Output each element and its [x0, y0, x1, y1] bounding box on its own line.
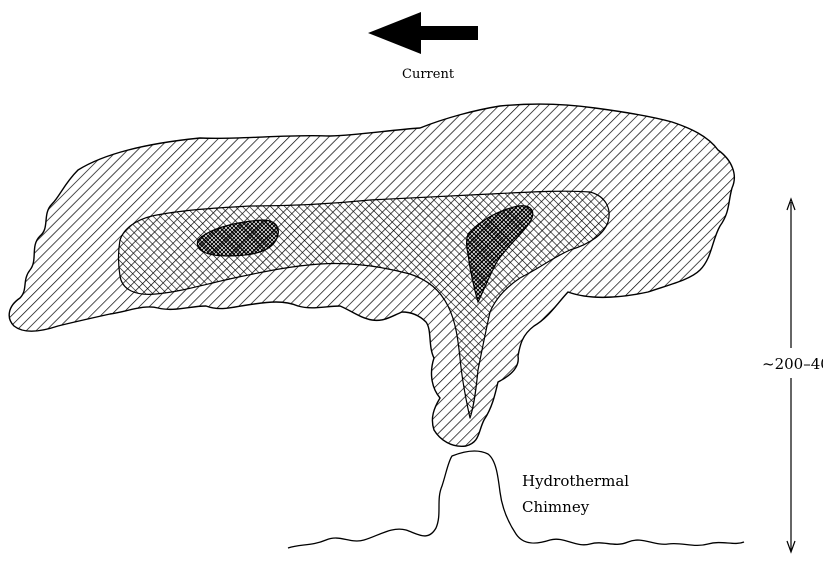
current-arrow-icon — [368, 12, 478, 54]
plume-outer-region — [9, 104, 734, 446]
chimney-label-line2: Chimney — [522, 498, 590, 516]
height-scale-arrow-icon — [787, 199, 795, 552]
height-scale-label: ~200–400 m — [762, 355, 823, 373]
current-label: Current — [402, 67, 455, 82]
chimney-seafloor-outline — [288, 451, 744, 548]
chimney-label-line1: Hydrothermal — [522, 472, 629, 490]
